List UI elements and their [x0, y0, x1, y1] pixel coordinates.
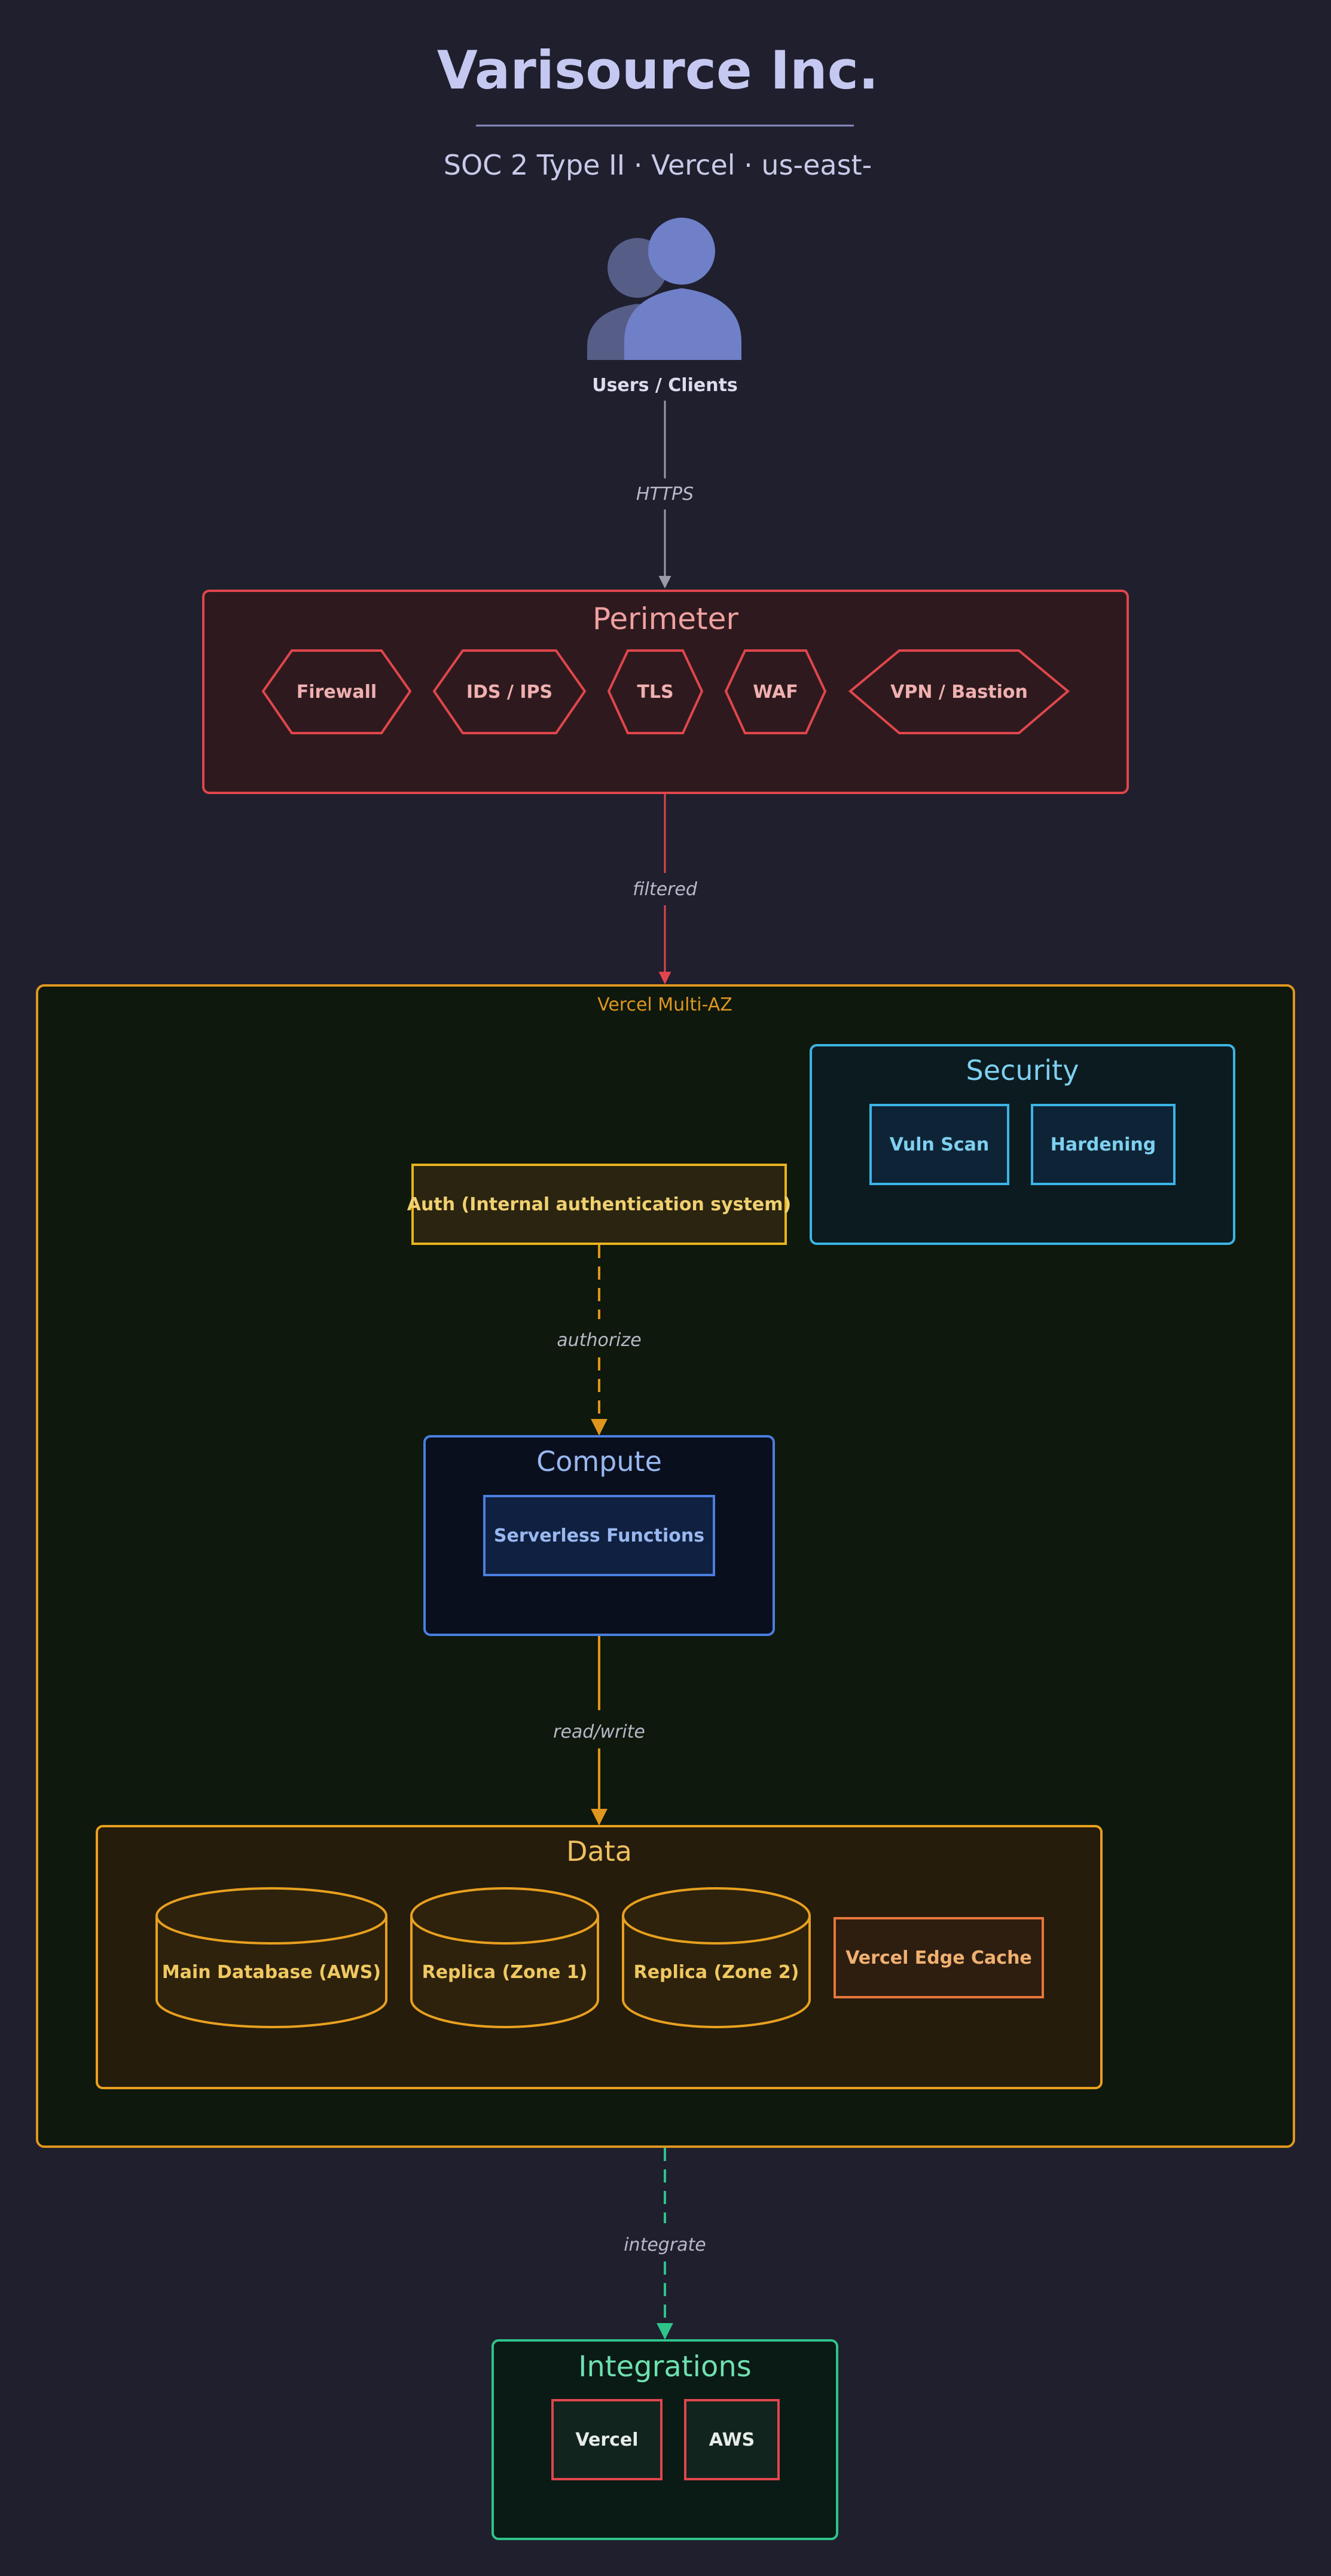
svg-text:Vercel Edge Cache: Vercel Edge Cache — [845, 1948, 1032, 1968]
svg-text:Hardening: Hardening — [1051, 1134, 1156, 1155]
security-title: Security — [966, 1054, 1079, 1086]
database-replica-zone-2: Replica (Zone 2) — [622, 1887, 811, 2028]
svg-text:Replica (Zone 1): Replica (Zone 1) — [422, 1962, 588, 1983]
integration-item-vercel: Vercel — [551, 2399, 663, 2480]
security-item-vuln-scan: Vuln Scan — [869, 1104, 1009, 1185]
security-item-hardening: Hardening — [1031, 1104, 1176, 1185]
integrations-title: Integrations — [578, 2350, 752, 2383]
edge-authorize-label: authorize — [557, 1330, 641, 1351]
svg-text:Main Database (AWS): Main Database (AWS) — [162, 1962, 381, 1983]
integrations-zone — [492, 2339, 838, 2540]
perimeter-item-ids-ips: IDS / IPS — [432, 649, 587, 734]
svg-text:IDS / IPS: IDS / IPS — [466, 682, 552, 703]
svg-text:Auth (Internal authentication: Auth (Internal authentication system) — [407, 1194, 791, 1215]
data-zone-title: Data — [566, 1835, 632, 1867]
page-subtitle: SOC 2 Type II · Vercel · us-east- — [444, 149, 872, 181]
edge-filtered-label: filtered — [633, 879, 698, 900]
svg-text:AWS: AWS — [709, 2430, 755, 2450]
perimeter-title: Perimeter — [593, 602, 738, 636]
perimeter-item-firewall: Firewall — [261, 649, 412, 734]
edge-cache-node: Vercel Edge Cache — [834, 1917, 1044, 1998]
svg-text:Replica (Zone 2): Replica (Zone 2) — [634, 1962, 799, 1983]
database-main: Main Database (AWS) — [155, 1887, 387, 2028]
edge-integrate-label: integrate — [624, 2235, 706, 2255]
integration-item-aws: AWS — [684, 2399, 780, 2480]
svg-text:VPN / Bastion: VPN / Bastion — [890, 682, 1028, 703]
database-replica-zone-1: Replica (Zone 1) — [410, 1887, 599, 2028]
svg-text:TLS: TLS — [637, 682, 673, 703]
svg-text:Vuln Scan: Vuln Scan — [890, 1134, 990, 1155]
page-title: Varisource Inc. — [437, 39, 879, 101]
users-label: Users / Clients — [592, 375, 738, 396]
edge-https-label: HTTPS — [636, 484, 694, 505]
svg-text:WAF: WAF — [753, 682, 798, 703]
security-zone — [810, 1044, 1235, 1245]
compute-item-serverless-functions: Serverless Functions — [483, 1495, 715, 1576]
perimeter-item-vpn-bastion: VPN / Bastion — [848, 649, 1070, 734]
svg-text:Vercel: Vercel — [575, 2430, 638, 2450]
compute-title: Compute — [536, 1445, 662, 1478]
svg-text:Firewall: Firewall — [297, 682, 377, 703]
perimeter-item-waf: WAF — [724, 649, 827, 734]
edge-read-write-label: read/write — [553, 1722, 645, 1742]
cloud-zone-title: Vercel Multi-AZ — [597, 994, 732, 1015]
users-icon — [587, 218, 741, 360]
auth-node: Auth (Internal authentication system) — [407, 1164, 791, 1245]
perimeter-item-tls: TLS — [607, 649, 704, 734]
svg-text:Serverless Functions: Serverless Functions — [494, 1525, 704, 1546]
